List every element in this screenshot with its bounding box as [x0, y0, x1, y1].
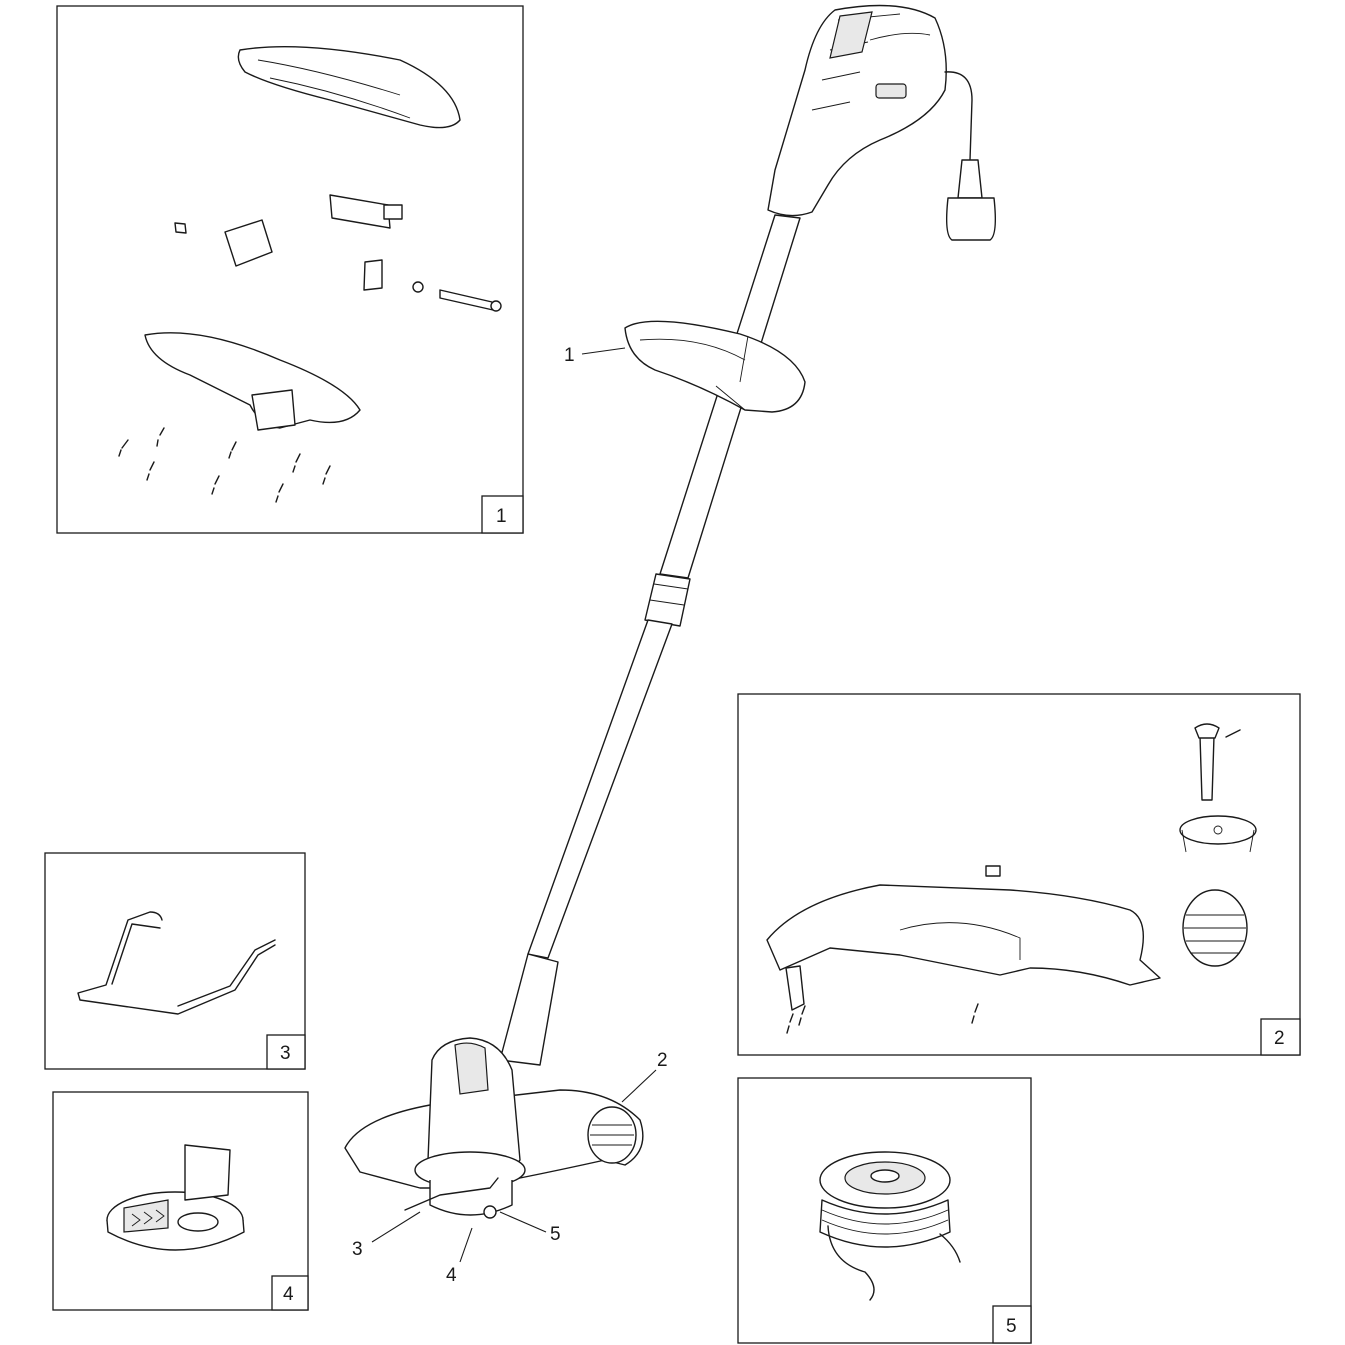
callout-3: 3 [352, 1239, 363, 1260]
trigger-pivot [383, 204, 403, 220]
panel-tag-1: 1 [496, 506, 507, 527]
wheel-hub-cap [1179, 815, 1257, 845]
callout-leaders [371, 347, 657, 1263]
string-trimmer-main-drawing [344, 4, 997, 1219]
trigger-switch [829, 11, 873, 59]
panel-handle-assembly: 1 [56, 5, 524, 534]
power-cord [944, 71, 973, 161]
handle-clamp [251, 389, 296, 431]
plug-connector [945, 197, 997, 241]
handle-bolt [439, 289, 494, 311]
guard-pin [1199, 735, 1215, 801]
auxiliary-handle [624, 320, 806, 413]
bump-button [483, 1205, 497, 1219]
panel-tag-2-box [1260, 1018, 1301, 1056]
edge-guide-wire [404, 1177, 499, 1211]
handle-half-upper [237, 45, 461, 129]
panel-tag-5-box [992, 1305, 1032, 1344]
cord-strain-relief [957, 159, 983, 199]
callout-4: 4 [446, 1265, 457, 1286]
panel-spool-with-line: 5 [737, 1077, 1032, 1344]
panel-tag-1-box [481, 495, 524, 534]
trimmer-line [827, 1225, 961, 1301]
guard-screws [786, 1003, 979, 1034]
panel-tag-2: 2 [1274, 1028, 1285, 1049]
guard-nut [985, 865, 1001, 877]
lower-shaft [527, 619, 673, 959]
spool-cap [429, 1180, 513, 1216]
panel-tag-3-box [266, 1034, 306, 1070]
motor-neck [499, 953, 559, 1066]
trigger-lever [329, 194, 391, 229]
switch-spring-clip [363, 259, 383, 291]
cutting-guard [766, 884, 1161, 986]
lock-button [875, 83, 907, 99]
motor-vent [454, 1042, 489, 1095]
panel-edge-guide: 3 [44, 852, 306, 1070]
panel-tag-3: 3 [280, 1043, 291, 1064]
handle-screws [118, 427, 331, 503]
shaft-collar [644, 573, 691, 627]
panel-tag-5: 5 [1006, 1316, 1017, 1337]
panel-tag-4-box [271, 1275, 309, 1311]
handle-half-lower [144, 332, 361, 429]
panel-tag-4: 4 [283, 1284, 294, 1305]
edge-guide-wire-part [77, 911, 276, 1015]
spool-cover-tab [184, 1144, 231, 1201]
callout-numbers: 1 2 3 4 5 [352, 345, 668, 1286]
callout-2: 2 [657, 1050, 668, 1071]
panel-spool-cover: 4 [52, 1091, 309, 1311]
washer [412, 281, 424, 293]
callout-1: 1 [564, 345, 575, 366]
callout-5: 5 [550, 1224, 561, 1245]
panel-guard-assembly: 2 [737, 693, 1301, 1056]
main-handle [767, 4, 947, 217]
spool-line-windings [819, 1199, 951, 1248]
switch-module [224, 219, 273, 267]
guard-bracket [785, 965, 805, 1011]
small-nut [174, 222, 187, 234]
